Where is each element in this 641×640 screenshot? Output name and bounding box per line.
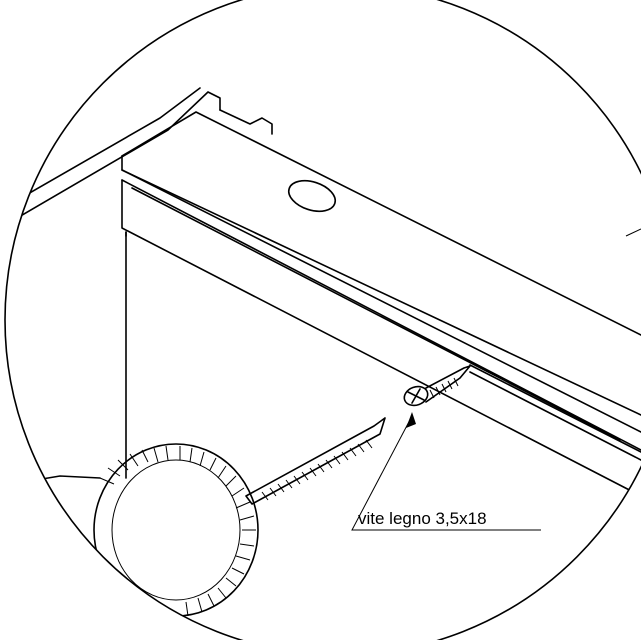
top-profile-rail [121,111,641,433]
rail-hole [287,179,337,213]
callout-label: vite legno 3,5x18 [358,509,487,528]
screw-icon [403,365,471,407]
screwdriver-shaft [245,417,386,505]
detail-circle [4,0,641,640]
back-rail [5,87,273,229]
callout-leader [351,412,541,531]
detail-leader-line [625,228,641,237]
screwdriver-icon [5,443,259,640]
front-frame [121,179,641,497]
